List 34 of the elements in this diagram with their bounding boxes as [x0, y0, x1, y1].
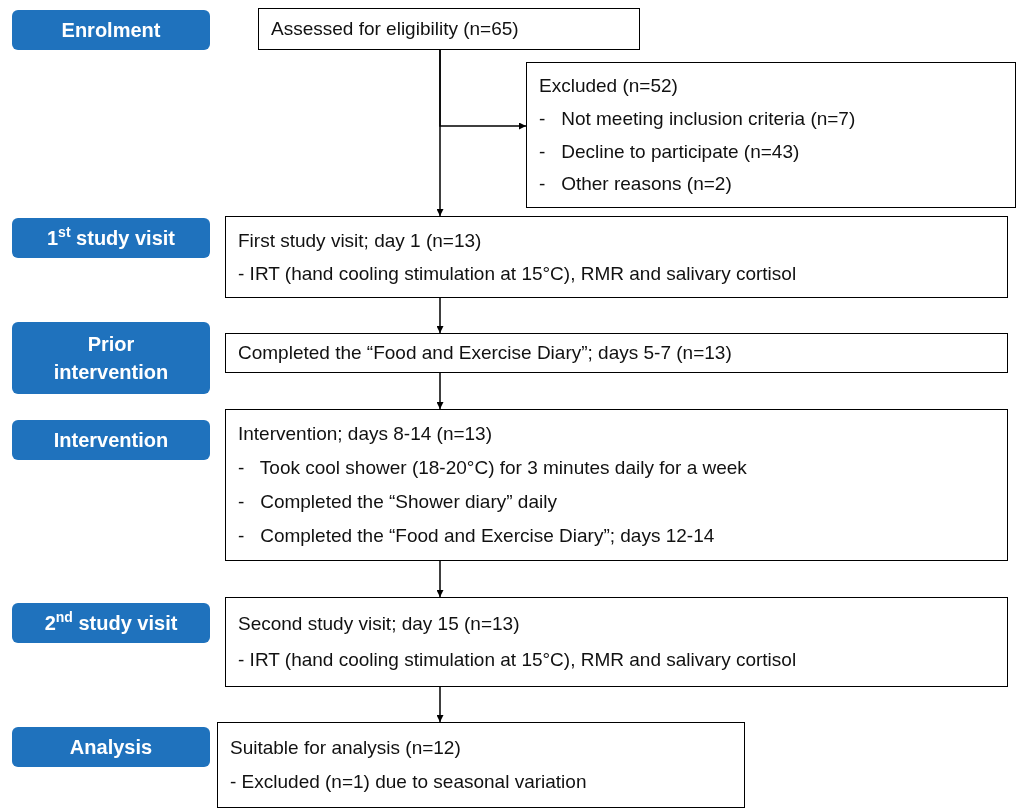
- box-text: - Other reasons (n=2): [539, 172, 733, 196]
- box-text: Excluded (n=52): [539, 74, 679, 98]
- arrow: [439, 49, 527, 130]
- box-text: Suitable for analysis (n=12): [230, 735, 462, 760]
- box-text: Second study visit; day 15 (n=13): [238, 612, 521, 636]
- box-text: Assessed for eligibility (n=65): [271, 17, 520, 41]
- stage-label: Intervention: [12, 420, 210, 460]
- arrow: [436, 686, 444, 723]
- process-box: [225, 409, 1008, 561]
- stage-label: 2$^{nd}$ study visit: [12, 603, 210, 643]
- box-text: - Decline to participate (n=43): [539, 139, 801, 164]
- box-text: - Completed the “Shower diary” daily: [238, 490, 558, 514]
- process-box: [225, 597, 1008, 687]
- stage-label: 1$^{st}$ study visit: [12, 218, 210, 258]
- arrow: [436, 560, 444, 598]
- box-text: First study visit; day 1 (n=13): [238, 228, 483, 253]
- process-box: [258, 8, 640, 50]
- box-text: Intervention; days 8-14 (n=13): [238, 422, 493, 446]
- stage-label: Enrolment: [12, 10, 210, 50]
- box-text: - Took cool shower (18-20°C) for 3 minutes daily for a week: [238, 456, 748, 480]
- process-box: [225, 216, 1008, 298]
- box-text: - Excluded (n=1) due to seasonal variation: [230, 770, 588, 795]
- box-text: - Completed the “Food and Exercise Diary”; days 12-14: [238, 524, 716, 548]
- process-box: [217, 722, 745, 808]
- stage-label: Prior intervention: [12, 322, 210, 394]
- box-text: - Not meeting inclusion criteria (n=7): [539, 106, 857, 131]
- box-text: Completed the “Food and Exercise Diary”; days 5-7 (n=13): [238, 341, 733, 365]
- box-text: - IRT (hand cooling stimulation at 15°C), RMR and salivary cortisol: [238, 648, 798, 672]
- process-box: [225, 333, 1008, 373]
- box-text: - IRT (hand cooling stimulation at 15°C), RMR and salivary cortisol: [238, 261, 798, 286]
- stage-label: Analysis: [12, 727, 210, 767]
- arrow: [436, 297, 444, 334]
- process-box: [526, 62, 1016, 208]
- arrow: [436, 372, 444, 410]
